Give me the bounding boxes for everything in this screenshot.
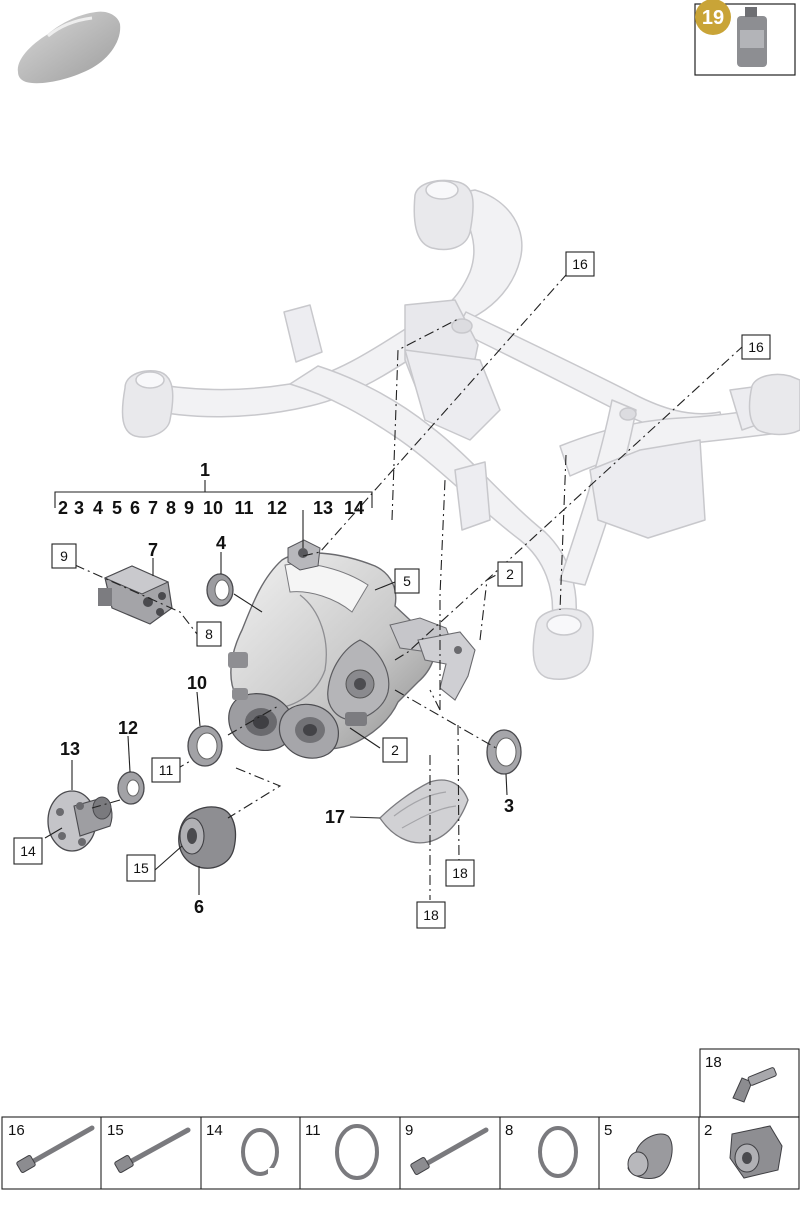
boxed-callout-5[interactable]: 5 — [394, 568, 420, 594]
boxed-callout-8[interactable]: 8 — [196, 621, 222, 647]
boxed-callout-9[interactable]: 9 — [51, 543, 77, 569]
legend-cell-number: 15 — [107, 1122, 124, 1139]
callout-4: 4 — [216, 533, 226, 553]
assembly-item: 12 — [267, 498, 287, 518]
callout-12: 12 — [118, 718, 138, 738]
sensor-connector[interactable] — [98, 565, 173, 625]
callout-3: 3 — [504, 796, 514, 816]
mount-bushing-6[interactable] — [178, 806, 237, 869]
leader-lines — [44, 274, 743, 900]
svg-text:18: 18 — [423, 907, 439, 923]
callout-1: 1 — [200, 460, 210, 480]
boxed-callout-15[interactable]: 15 — [126, 854, 156, 882]
boxed-callout-2[interactable]: 2 — [382, 737, 408, 763]
boxed-callout-2[interactable]: 2 — [497, 561, 523, 587]
legend-cell-8[interactable]: 8 — [505, 1122, 578, 1178]
svg-text:11: 11 — [159, 762, 174, 778]
washer-12[interactable] — [117, 771, 145, 805]
legend-cell-15[interactable]: 15 — [107, 1122, 191, 1173]
sealing-ring-3[interactable] — [486, 729, 522, 775]
svg-text:5: 5 — [403, 573, 411, 589]
flange-13[interactable] — [47, 790, 113, 852]
assembly-item: 10 — [203, 498, 223, 518]
o-ring-icon — [538, 1126, 578, 1178]
differential-housing[interactable] — [228, 539, 476, 759]
boxed-callout-18[interactable]: 18 — [416, 901, 446, 929]
svg-text:9: 9 — [60, 548, 68, 564]
boxed-callout-11[interactable]: 11 — [151, 757, 181, 783]
heat-shield-17[interactable] — [379, 779, 469, 844]
svg-text:2: 2 — [391, 742, 399, 758]
oil-bottle-icon — [737, 7, 767, 67]
assembly-item: 8 — [166, 498, 176, 518]
legend-cell-16[interactable]: 16 — [8, 1122, 95, 1173]
assembly-item: 5 — [112, 498, 122, 518]
rear-subframe — [121, 179, 800, 680]
reference-badge — [695, 0, 731, 35]
callout-6: 6 — [194, 897, 204, 917]
car-silhouette-icon — [17, 11, 121, 84]
legend-cell-14[interactable]: 14 — [206, 1122, 279, 1176]
long-bolt-icon — [16, 1125, 95, 1173]
legend-cell-11[interactable]: 11 — [305, 1122, 379, 1180]
assembly-item: 4 — [93, 498, 103, 518]
legend-cell-number: 8 — [505, 1122, 513, 1139]
assembly-item: 3 — [74, 498, 84, 518]
o-ring-icon — [335, 1124, 379, 1180]
assembly-item: 13 — [313, 498, 333, 518]
legend-cell-2[interactable]: 2 — [704, 1122, 783, 1179]
assembly-item: 7 — [148, 498, 158, 518]
svg-text:16: 16 — [572, 256, 588, 272]
torx-bolt-icon — [732, 1067, 777, 1103]
sealing-ring-4[interactable] — [206, 573, 234, 607]
svg-text:14: 14 — [20, 843, 36, 859]
bushing-nut-icon — [729, 1125, 783, 1179]
assembly-item: 9 — [184, 498, 194, 518]
legend-cell-9[interactable]: 9 — [405, 1122, 489, 1175]
callout-7: 7 — [148, 540, 158, 560]
callout-13: 13 — [60, 739, 80, 759]
legend-cell-number: 14 — [206, 1122, 223, 1139]
svg-text:2: 2 — [506, 566, 514, 582]
svg-text:16: 16 — [748, 339, 764, 355]
oil-bottle-reference-box[interactable]: 19 — [694, 0, 796, 76]
sealing-ring-10[interactable] — [187, 725, 223, 767]
legend-cell-5[interactable]: 5 — [604, 1122, 673, 1179]
legend-cell-number: 9 — [405, 1122, 413, 1139]
svg-text:18: 18 — [452, 865, 468, 881]
plug-cap-icon — [627, 1133, 673, 1179]
svg-text:15: 15 — [133, 860, 149, 876]
legend-cell-number: 11 — [305, 1122, 321, 1139]
fastener-legend: 18 16 15 — [1, 1048, 800, 1190]
legend-cell-number: 5 — [604, 1122, 612, 1139]
circlip-icon — [241, 1128, 279, 1176]
long-bolt-icon — [114, 1127, 191, 1173]
assembly-item: 2 — [58, 498, 68, 518]
callout-10: 10 — [187, 673, 207, 693]
assembly-item: 14 — [344, 498, 364, 518]
legend-cell-number: 18 — [705, 1054, 722, 1071]
badge-number: 19 — [702, 7, 724, 29]
boxed-callout-16[interactable]: 16 — [741, 334, 771, 360]
legend-cell-number: 2 — [704, 1122, 712, 1139]
svg-text:8: 8 — [205, 626, 213, 642]
assembly-item: 11 — [234, 498, 253, 518]
assembly-item: 6 — [130, 498, 140, 518]
callout-17: 17 — [325, 807, 345, 827]
legend-cell-18[interactable]: 18 — [699, 1048, 800, 1118]
long-bolt-icon — [410, 1127, 489, 1175]
legend-cell-number: 16 — [8, 1122, 25, 1139]
assembly-contents-row: 2 3 4 5 6 7 8 9 10 11 12 13 14 — [58, 498, 364, 518]
boxed-callout-14[interactable]: 14 — [13, 837, 43, 865]
boxed-callout-16[interactable]: 16 — [565, 251, 595, 277]
boxed-callout-18[interactable]: 18 — [445, 859, 475, 887]
